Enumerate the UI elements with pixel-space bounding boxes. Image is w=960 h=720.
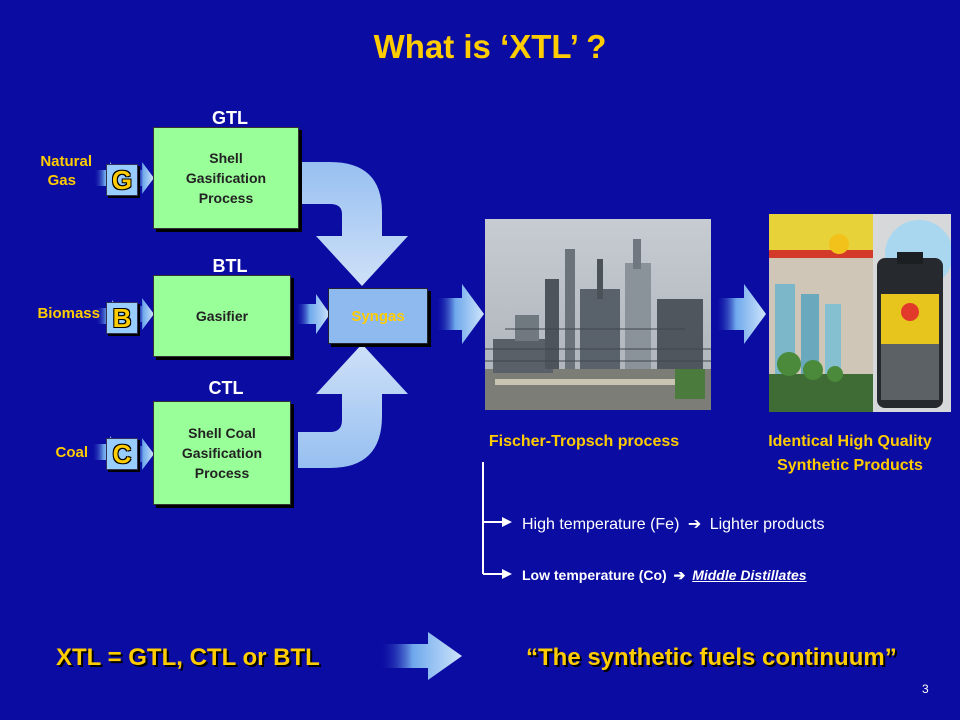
- products-caption-line-1: Identical High Quality: [768, 433, 932, 450]
- process-ctl-line-2: Gasification: [181, 445, 263, 461]
- letter-box-b: B: [106, 302, 138, 334]
- products-caption: Identical High Quality Synthetic Product…: [728, 430, 960, 478]
- gtl-to-syngas-arrow: [298, 162, 408, 286]
- letter-box-c: C: [106, 438, 138, 470]
- high-temp-prefix: High temperature (Fe): [522, 516, 680, 533]
- feed-label-natural: Natural: [40, 153, 92, 170]
- btl-to-syngas-arrow: [296, 294, 330, 334]
- page-title: What is ‘XTL’ ?: [373, 28, 607, 65]
- process-box-btl: Gasifier: [153, 275, 291, 357]
- page-number: 3: [922, 682, 929, 696]
- letter-box-g: G: [106, 164, 138, 196]
- refinery-image: [485, 219, 711, 410]
- feed-label-coal: Coal: [55, 444, 88, 461]
- continuum-quote: “The synthetic fuels continuum”: [526, 644, 897, 671]
- ctl-to-syngas-arrow: [298, 344, 408, 468]
- xtl-definition: XTL = GTL, CTL or BTL: [56, 644, 320, 671]
- high-temp-branch: High temperature (Fe) ➔ Lighter products: [522, 514, 942, 534]
- process-box-gtl: Shell Gasification Process: [153, 127, 299, 229]
- c-to-process-arrow: [136, 438, 154, 470]
- feed-label-natural-gas: Natural Gas: [10, 152, 92, 190]
- process-gtl-line-1: Shell: [209, 150, 243, 166]
- low-temp-suffix: Middle Distillates: [692, 567, 807, 583]
- feed-label-gas: Gas: [47, 172, 76, 189]
- high-temp-arrow-icon: ➔: [687, 516, 702, 533]
- high-temp-suffix: Lighter products: [709, 516, 825, 533]
- high-branch-arrowhead: [502, 517, 512, 527]
- products-caption-line-2: Synthetic Products: [777, 457, 923, 474]
- low-branch-arrowhead: [502, 569, 512, 579]
- process-ctl-line-3: Process: [194, 465, 250, 481]
- low-temp-branch: Low temperature (Co) ➔ Middle Distillate…: [522, 567, 942, 584]
- process-ctl-line-1: Shell Coal: [188, 425, 256, 441]
- low-temp-prefix: Low temperature (Co): [522, 567, 667, 583]
- ft-to-products-arrow: [716, 284, 766, 344]
- feed-label-biomass: Biomass: [37, 305, 100, 322]
- process-gtl-line-2: Gasification: [185, 170, 267, 186]
- products-image: [769, 214, 951, 412]
- route-label-gtl: GTL: [212, 108, 248, 128]
- bottom-arrow: [380, 632, 462, 680]
- b-to-process-arrow: [136, 298, 154, 330]
- ft-branch-lines: [482, 462, 504, 575]
- g-to-process-arrow: [136, 162, 154, 194]
- process-gtl-line-3: Process: [198, 190, 254, 206]
- ft-caption: Fischer-Tropsch process: [488, 433, 680, 450]
- refinery-photo: [485, 219, 711, 410]
- route-label-btl: BTL: [212, 256, 248, 276]
- low-temp-arrow-icon: ➔: [673, 567, 686, 583]
- process-box-ctl: Shell Coal Gasification Process: [153, 401, 291, 505]
- syngas-to-ft-arrow: [436, 284, 484, 344]
- syngas-box: Syngas: [328, 288, 428, 344]
- products-photo: [769, 214, 951, 412]
- route-label-ctl: CTL: [208, 378, 244, 398]
- process-btl-line-1: Gasifier: [195, 308, 249, 324]
